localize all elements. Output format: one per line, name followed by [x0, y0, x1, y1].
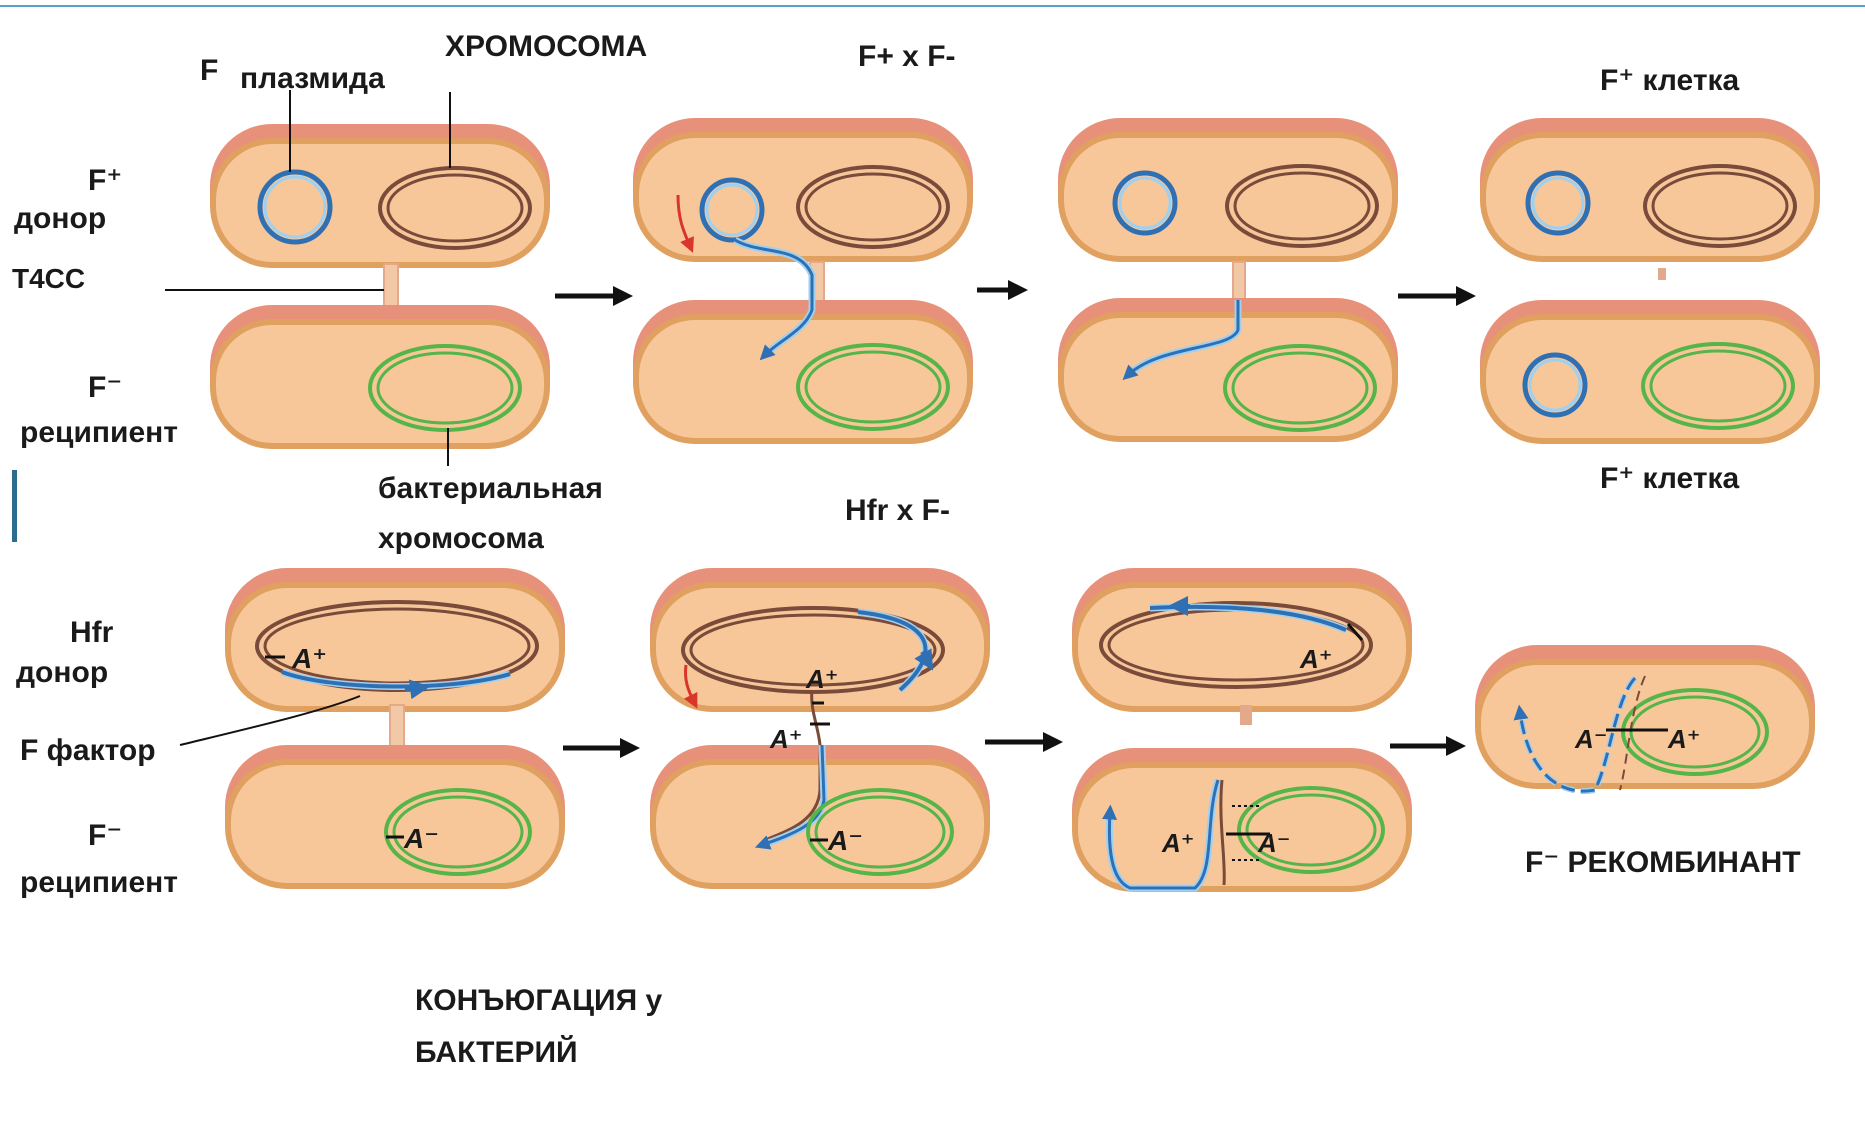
f-factor-label: F фактор	[20, 734, 156, 767]
panel-5-recipient-cell	[225, 745, 565, 889]
allele-a-plus: A⁺	[1299, 644, 1333, 674]
panel-3-donor-cell	[1058, 118, 1398, 262]
hfr-label: Hfr	[70, 616, 114, 649]
bact-chromosome-label-2: хромосома	[378, 522, 544, 555]
f-factor-direction-arrow	[405, 688, 420, 690]
allele-a-plus: A⁺	[1667, 724, 1701, 754]
allele-a-plus: A⁺	[769, 724, 803, 754]
panel-4-cell-bottom	[1480, 300, 1820, 444]
fplus-x-fminus-header: F+ x F-	[858, 40, 956, 73]
hfr-x-fminus-header: Hfr x F-	[845, 494, 950, 527]
allele-a-plus: A⁺	[1161, 828, 1195, 858]
plasmid-label: плазмида	[240, 62, 385, 95]
allele-a-minus: A⁻	[1574, 724, 1608, 754]
f-letter-label: F	[200, 54, 218, 87]
allele-a-plus: A⁺	[805, 664, 839, 694]
allele-a-minus: A⁻	[827, 825, 863, 856]
donor-label: донор	[14, 202, 106, 235]
recipient-label: реципиент	[20, 416, 178, 449]
fplus-cell-label-top: F⁺ клетка	[1600, 64, 1740, 97]
bridge-remnant	[1658, 268, 1666, 280]
allele-a-minus: A⁻	[403, 823, 439, 854]
allele-a-minus: A⁻	[1257, 828, 1291, 858]
bridge-remnant	[1240, 705, 1252, 725]
caption-line-2: БАКТЕРИЙ	[415, 1035, 578, 1069]
chromosome-label: ХРОМОСОМА	[445, 30, 647, 63]
caption-line-1: КОНЪЮГАЦИЯ у	[415, 984, 662, 1017]
t4ss-label: T4CC	[12, 263, 85, 294]
bact-chromosome-label-1: бактериальная	[378, 472, 603, 505]
recipient-sign-label: F⁻	[88, 371, 122, 404]
allele-a-plus: A⁺	[291, 643, 327, 674]
page-side-mark	[12, 470, 17, 542]
donor-sign-label: F⁺	[88, 164, 122, 197]
recipient-sign-label: F⁻	[88, 819, 122, 852]
recombinant-label: F⁻ РЕКОМБИНАНТ	[1525, 846, 1801, 879]
recipient-label: реципиент	[20, 866, 178, 899]
fplus-cell-label-bottom: F⁺ клетка	[1600, 462, 1740, 495]
hfr-donor-label: донор	[16, 656, 108, 689]
